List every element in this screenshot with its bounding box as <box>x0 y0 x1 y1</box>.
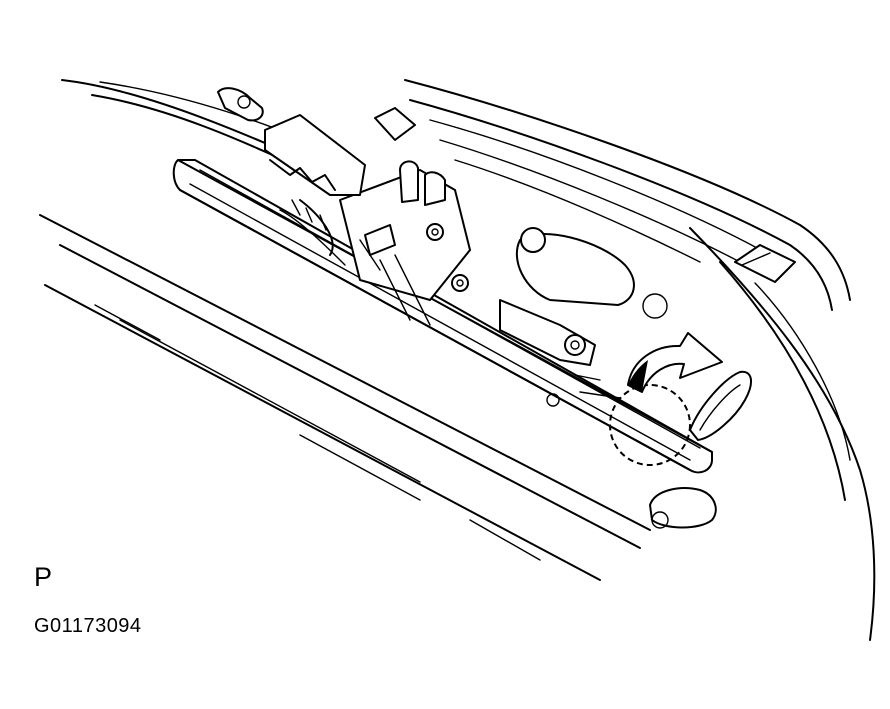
pivot-cap <box>574 370 752 529</box>
hatch-lower-panel <box>39 214 651 581</box>
trim-channel <box>172 159 713 474</box>
panel-fasteners <box>546 393 669 529</box>
wiper-motor-assembly <box>217 87 668 366</box>
rear-window-lines <box>404 79 851 311</box>
figure-code-label: G01173094 <box>34 615 142 637</box>
view-letter-label: P <box>34 562 53 592</box>
curved-rotation-arrow-icon <box>627 332 723 393</box>
body-edge-right <box>689 227 876 641</box>
latch-bracket <box>734 244 796 283</box>
